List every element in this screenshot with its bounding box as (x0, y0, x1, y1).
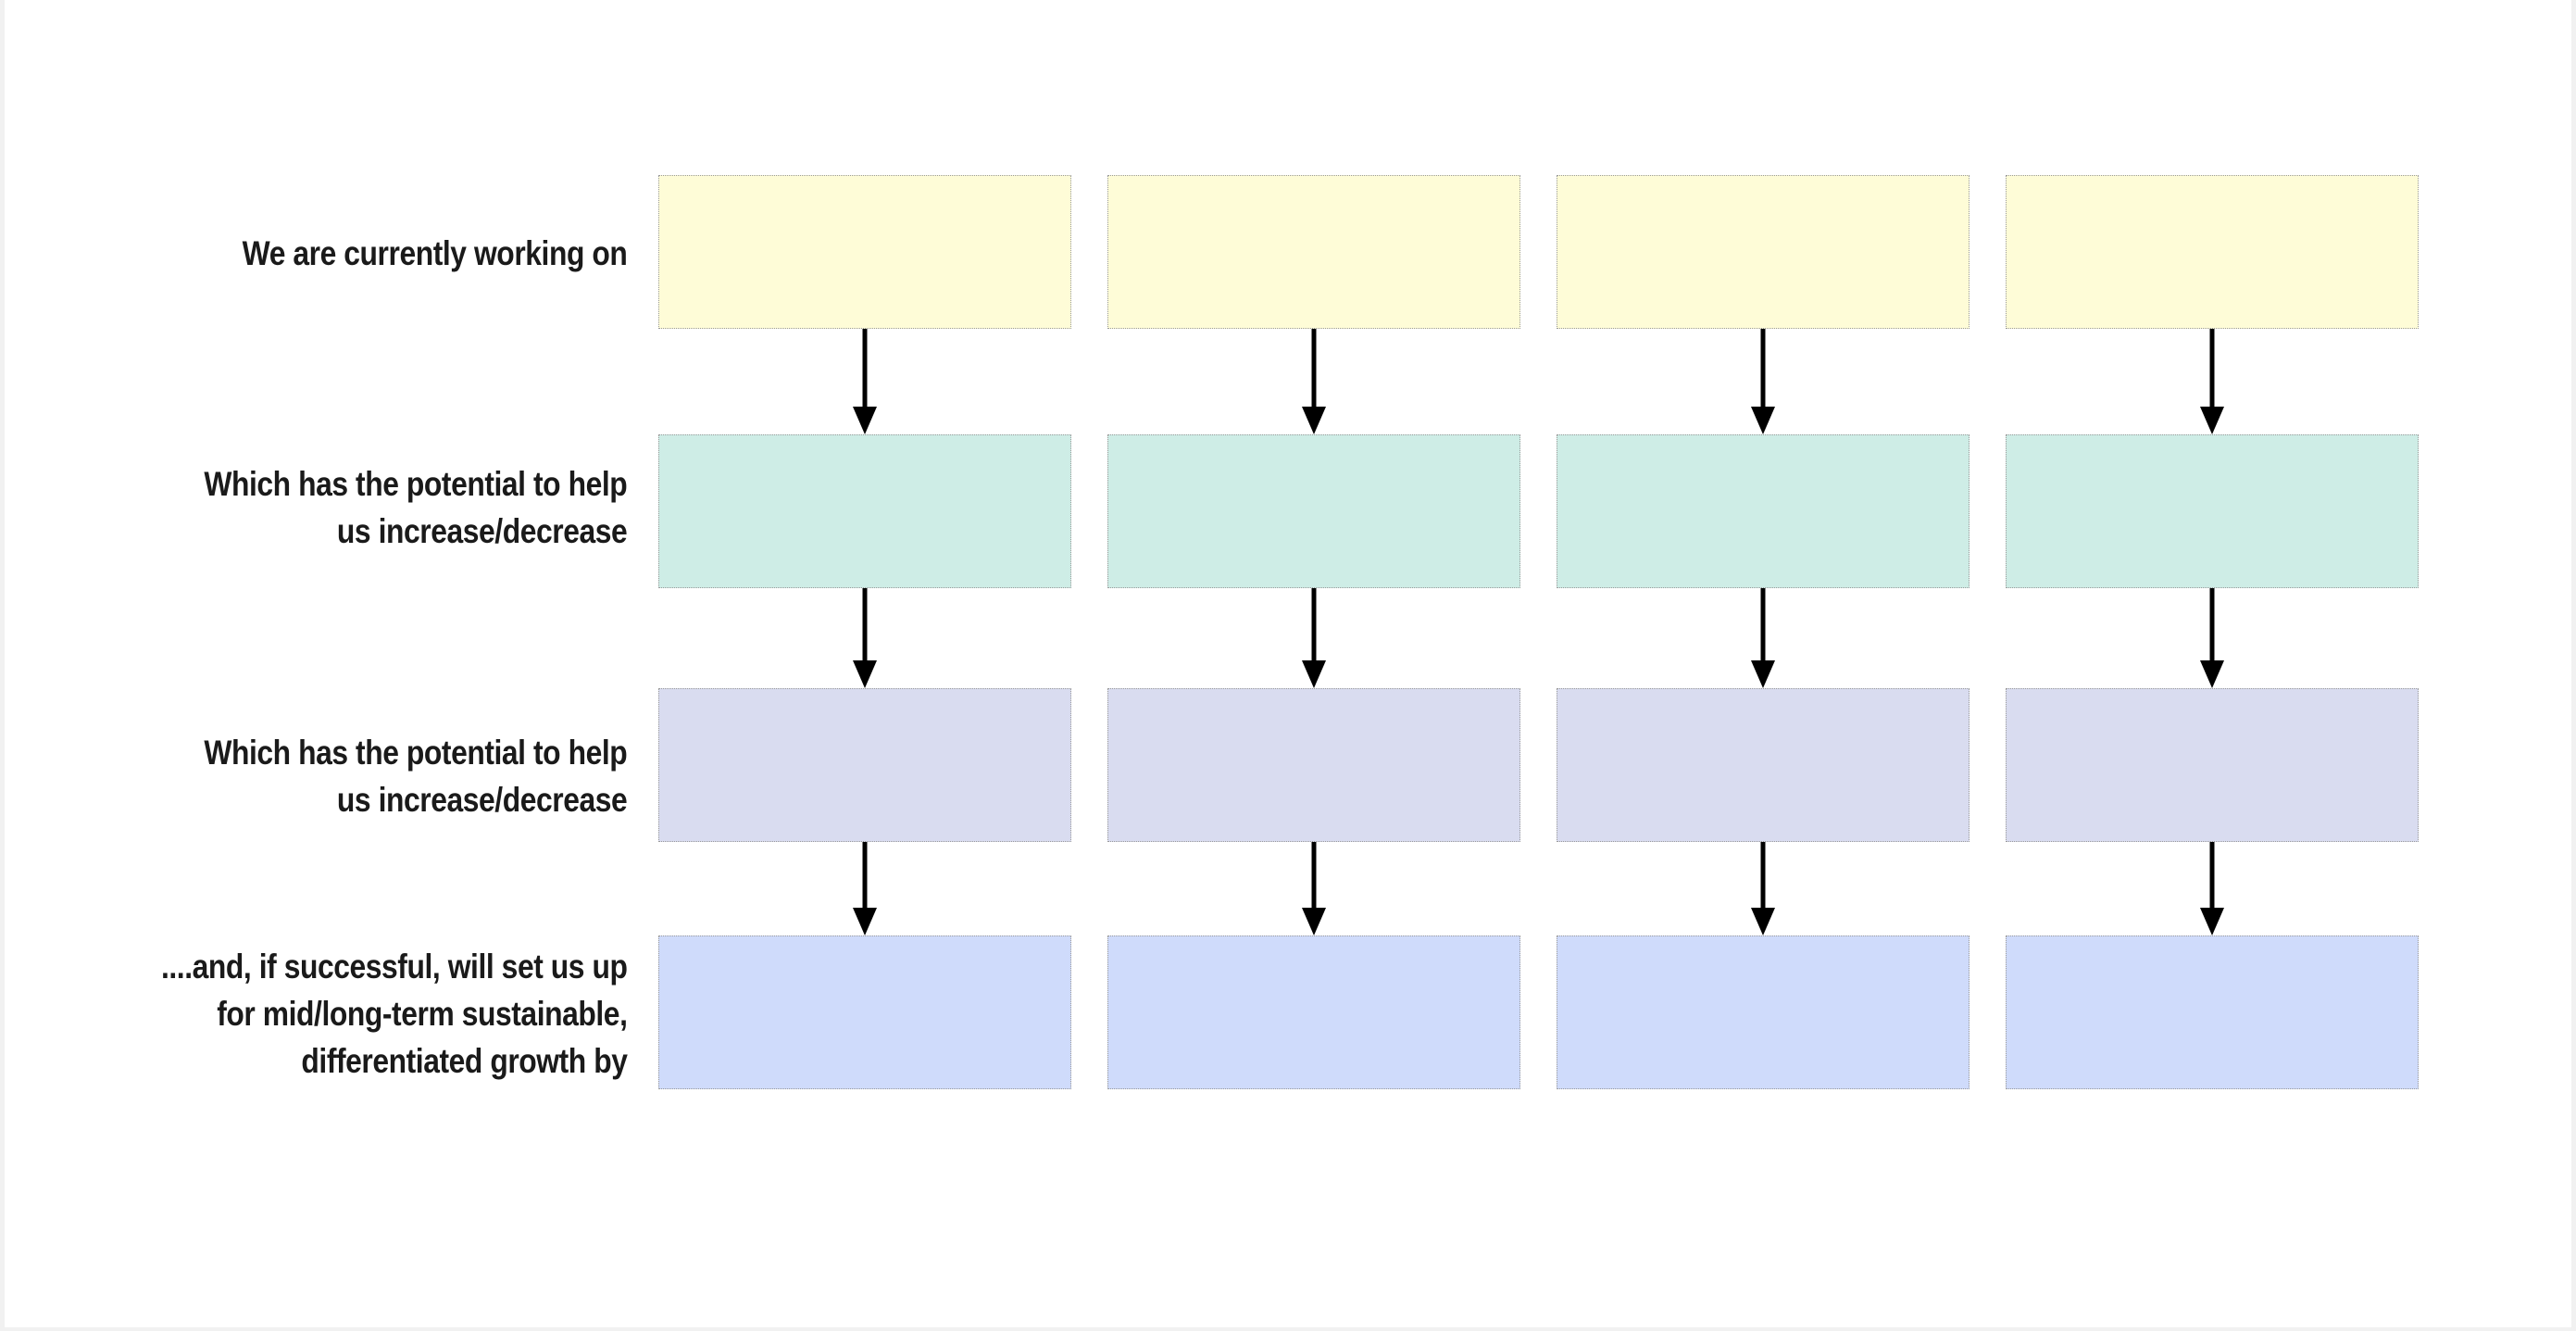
box-r3-c2[interactable] (1107, 688, 1520, 842)
box-r1-c1[interactable] (658, 175, 1071, 329)
arrow-head-2-1 (853, 660, 877, 688)
row-label-4-line-3: differentiated growth by (300, 1042, 628, 1080)
row-label-3-line-1: Which has the potential to help (204, 734, 627, 772)
arrow-head-1-2 (1302, 407, 1326, 434)
row-label-4-line-1: ....and, if successful, will set us up (160, 948, 627, 986)
arrow-head-1-4 (2200, 407, 2224, 434)
connector-arrows (853, 329, 2224, 935)
row-label-4: ....and, if successful, will set us up f… (160, 943, 627, 1085)
box-r2-c3[interactable] (1557, 434, 1970, 588)
box-r2-c1[interactable] (658, 434, 1071, 588)
arrow-head-1-3 (1751, 407, 1775, 434)
arrow-head-2-4 (2200, 660, 2224, 688)
box-r1-c2[interactable] (1107, 175, 1520, 329)
box-r3-c1[interactable] (658, 688, 1071, 842)
row-label-2-line-2: us increase/decrease (336, 512, 628, 550)
row-label-1: We are currently working on (242, 230, 627, 277)
box-r4-c4[interactable] (2006, 935, 2419, 1089)
row-label-2-line-1: Which has the potential to help (204, 465, 627, 503)
arrow-head-3-2 (1302, 908, 1326, 935)
box-r3-c4[interactable] (2006, 688, 2419, 842)
box-r4-c2[interactable] (1107, 935, 1520, 1089)
row-label-1-line-1: We are currently working on (242, 234, 627, 272)
box-r4-c3[interactable] (1557, 935, 1970, 1089)
arrow-head-3-1 (853, 908, 877, 935)
row-label-4-line-2: for mid/long-term sustainable, (216, 995, 628, 1033)
box-r1-c3[interactable] (1557, 175, 1970, 329)
arrow-head-2-3 (1751, 660, 1775, 688)
arrow-head-3-4 (2200, 908, 2224, 935)
arrow-head-3-3 (1751, 908, 1775, 935)
diagram-canvas: We are currently working on Which has th… (5, 0, 2571, 1327)
box-r2-c4[interactable] (2006, 434, 2419, 588)
row-label-3-line-2: us increase/decrease (336, 781, 628, 819)
box-r2-c2[interactable] (1107, 434, 1520, 588)
row-label-2: Which has the potential to help us incre… (204, 460, 627, 555)
box-r4-c1[interactable] (658, 935, 1071, 1089)
box-r3-c3[interactable] (1557, 688, 1970, 842)
arrow-head-2-2 (1302, 660, 1326, 688)
row-label-3: Which has the potential to help us incre… (204, 729, 627, 823)
arrow-head-1-1 (853, 407, 877, 434)
box-r1-c4[interactable] (2006, 175, 2419, 329)
